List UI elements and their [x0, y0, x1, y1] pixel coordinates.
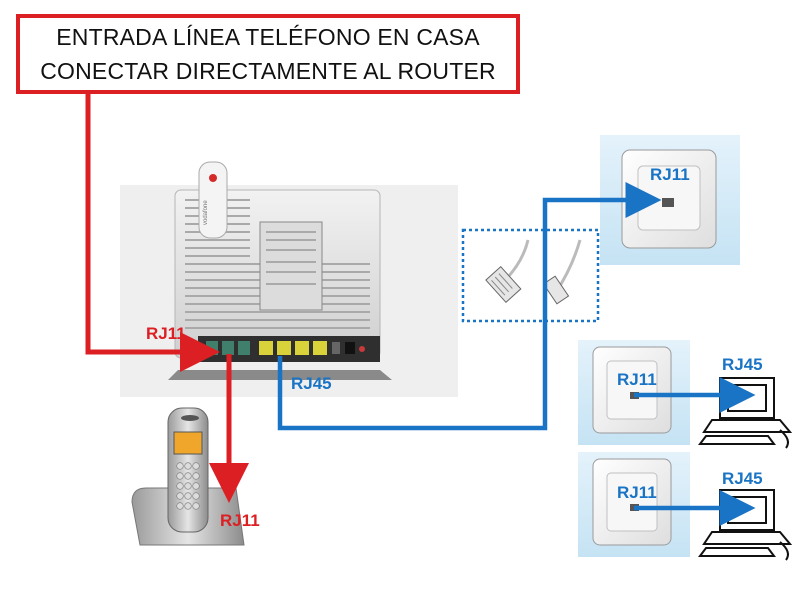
wall-socket-icon — [592, 346, 672, 434]
computer-icon — [698, 377, 793, 449]
socket-mid-rj11-label: RJ11 — [617, 370, 657, 389]
socket-bottom-rj11-label: RJ11 — [617, 483, 657, 502]
router-rj45-label: RJ45 — [291, 374, 332, 393]
socket-top-rj11-label: RJ11 — [650, 165, 690, 184]
router-icon — [120, 185, 458, 397]
computer-icon — [698, 489, 793, 561]
usb-modem-icon: vodafone — [198, 161, 228, 239]
pc-mid-rj45-label: RJ45 — [722, 355, 763, 374]
blue-wiring — [277, 182, 756, 526]
rj45-connector-icon — [461, 228, 600, 323]
phone-rj11-label: RJ11 — [220, 511, 260, 530]
title-line-2: CONECTAR DIRECTAMENTE AL ROUTER — [40, 58, 496, 84]
router-rj11-label: RJ11 — [146, 324, 186, 343]
pc-bottom-rj45-label: RJ45 — [722, 469, 763, 488]
title-line-1: ENTRADA LÍNEA TELÉFONO EN CASA — [56, 24, 480, 50]
title-box: ENTRADA LÍNEA TELÉFONO EN CASA CONECTAR … — [16, 14, 520, 94]
red-wiring — [85, 94, 249, 503]
svg-text:vodafone: vodafone — [203, 200, 209, 225]
